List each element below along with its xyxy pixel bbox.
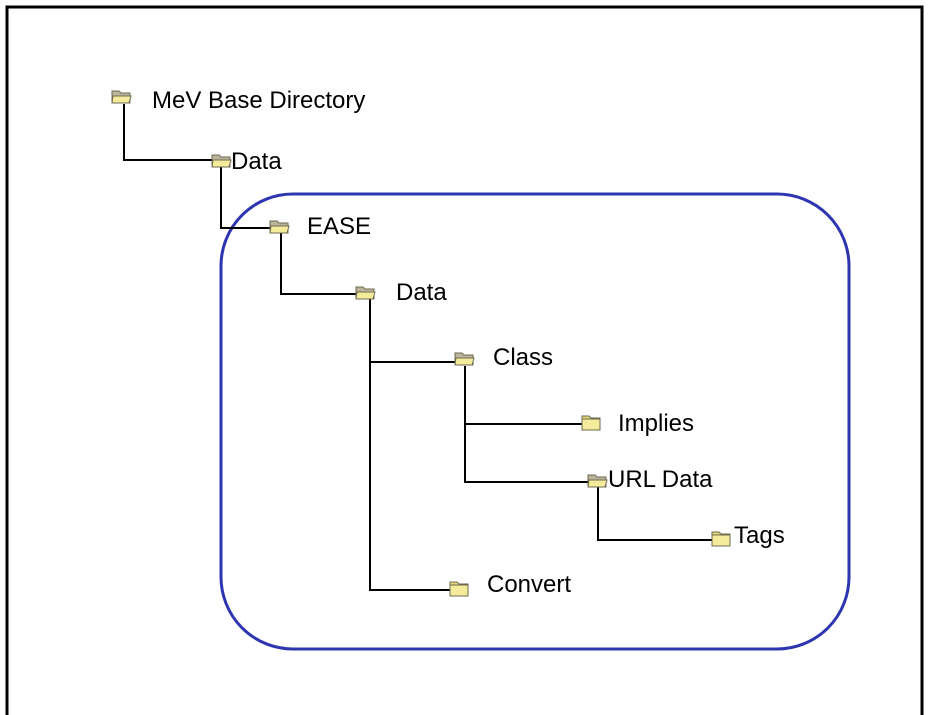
open-folder-icon	[269, 220, 290, 234]
tree-node-url-data: URL Data	[587, 466, 713, 493]
open-folder-icon	[454, 352, 475, 366]
connector-class-urldata	[464, 424, 592, 483]
ease-highlight-outline	[219, 192, 851, 651]
closed-folder-icon	[581, 415, 601, 431]
tree-node-root: MeV Base Directory	[111, 87, 365, 114]
node-label: Data	[396, 279, 447, 306]
tree-connectors	[123, 104, 716, 591]
tree-node-ease: EASE	[269, 213, 371, 240]
node-label: EASE	[307, 213, 371, 240]
tree-node-class: Class	[454, 344, 553, 371]
tree-node-data: Data	[211, 148, 282, 175]
node-label: Tags	[734, 522, 785, 549]
tree-node-tags: Tags	[711, 522, 785, 549]
node-label: Data	[231, 148, 282, 175]
open-folder-icon	[355, 286, 376, 300]
node-label: MeV Base Directory	[152, 87, 365, 114]
connector-data-ease	[220, 164, 276, 229]
open-folder-icon	[211, 154, 232, 168]
connector-urldata-tags	[597, 486, 716, 541]
connector-root-data	[123, 104, 218, 161]
node-label: Class	[493, 344, 553, 371]
tree-node-implies: Implies	[581, 410, 694, 437]
node-label: Convert	[487, 571, 571, 598]
open-folder-icon	[111, 90, 132, 104]
tree-node-convert: Convert	[449, 571, 571, 598]
node-label: URL Data	[608, 466, 713, 493]
closed-folder-icon	[449, 581, 469, 597]
closed-folder-icon	[711, 531, 731, 547]
connector-data-convert	[369, 362, 452, 591]
connector-ease-data	[280, 230, 360, 295]
node-label: Implies	[618, 410, 694, 437]
tree-node-ease-data: Data	[355, 279, 447, 306]
open-folder-icon	[587, 474, 608, 488]
